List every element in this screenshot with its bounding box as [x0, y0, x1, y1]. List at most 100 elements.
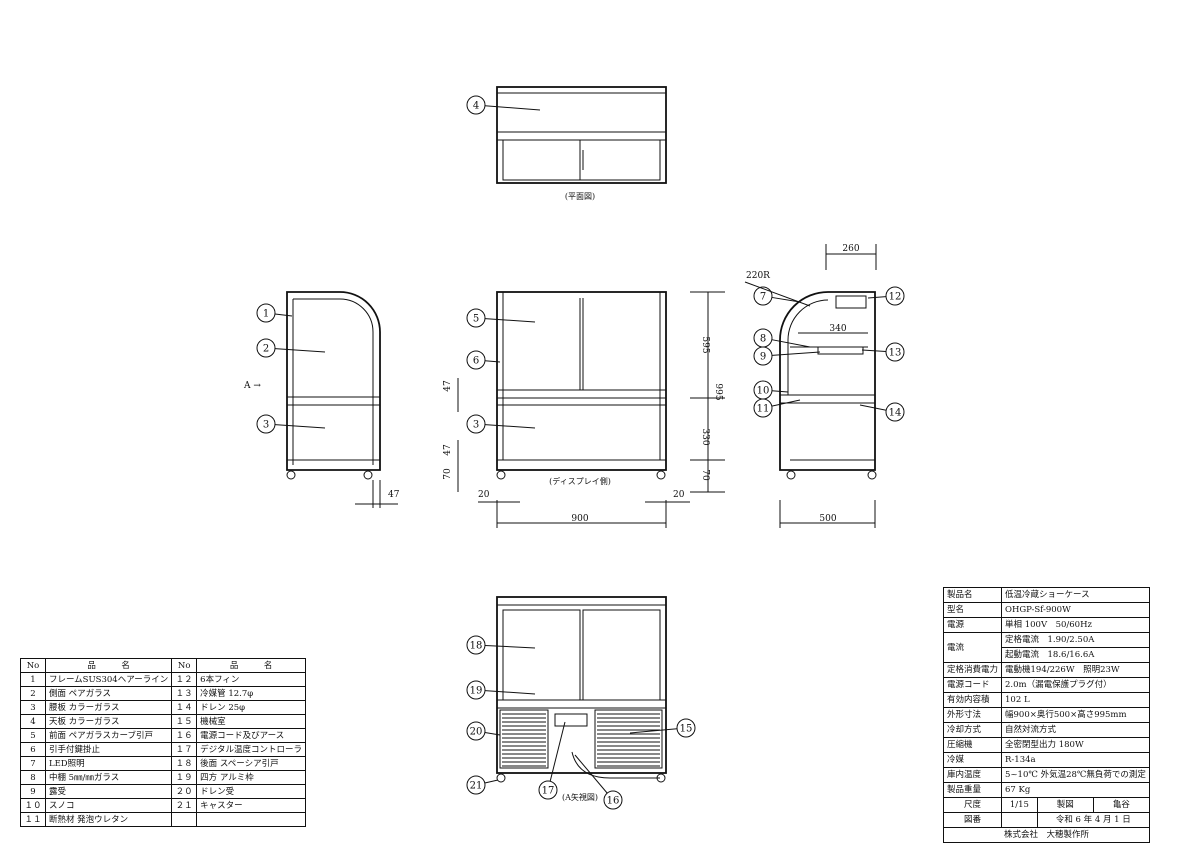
parts-cell: [171, 812, 198, 827]
scale-value: 1/15: [1001, 797, 1038, 813]
spec-value: 単相 100V 50/60Hz: [1001, 617, 1150, 633]
dim-995: 995: [713, 383, 723, 400]
spec-key: 電流: [942, 632, 1003, 663]
parts-cell: １２: [171, 672, 198, 687]
parts-cell: 引手付鍵掛止: [44, 742, 173, 757]
spec-key: 型名: [942, 602, 1003, 618]
parts-cell: 電源コード及びアース: [196, 728, 306, 743]
spec-key: 電源コード: [942, 677, 1003, 693]
spec-key: 冷媒: [942, 752, 1003, 768]
drawing-date: 令和 6 年 4 月 1 日: [1036, 812, 1150, 828]
svg-text:18: 18: [470, 641, 483, 652]
svg-text:2: 2: [263, 344, 269, 355]
dim-900: 900: [571, 514, 588, 524]
svg-text:1: 1: [263, 309, 269, 320]
svg-text:3: 3: [263, 420, 269, 431]
parts-cell: 7: [20, 756, 46, 771]
back-view-label: (A矢視図): [562, 792, 598, 802]
svg-text:5: 5: [473, 314, 479, 325]
svg-text:7: 7: [760, 292, 766, 303]
parts-cell: 四方 アルミ枠: [196, 770, 306, 785]
parts-cell: 4: [20, 714, 46, 729]
parts-header: No: [171, 658, 198, 673]
left-side-view: A → 47: [243, 291, 400, 508]
dim-330: 330: [700, 428, 710, 445]
callout-8: 8: [753, 328, 811, 348]
svg-text:15: 15: [680, 724, 693, 735]
spec-key: 庫内温度: [942, 767, 1003, 783]
parts-cell: ２１: [171, 798, 198, 813]
spec-row: 電流定格電流 1.90/2.50A: [942, 632, 1150, 663]
drawing-no: [1001, 812, 1038, 828]
parts-cell: 腰板 カラーガラス: [44, 700, 173, 715]
parts-cell: 1: [20, 672, 46, 687]
svg-text:9: 9: [760, 352, 766, 363]
spec-value: 起動電流 18.6/16.6A: [1001, 647, 1150, 663]
spec-row: 冷却方式自然対流方式: [942, 722, 1150, 738]
parts-cell: ドレン受: [196, 784, 306, 799]
spec-value: 全密閉型出力 180W: [1001, 737, 1150, 753]
parts-cell: １４: [171, 700, 198, 715]
parts-cell: 断熱材 発泡ウレタン: [44, 812, 173, 827]
dim-340: 340: [829, 324, 846, 334]
scale-label: 尺度: [942, 797, 1003, 813]
parts-cell: １６: [171, 728, 198, 743]
dim-20-right: 20: [673, 490, 685, 500]
svg-text:13: 13: [889, 348, 902, 359]
svg-text:12: 12: [889, 292, 902, 303]
parts-cell: １５: [171, 714, 198, 729]
spec-value: OHGP-Sf-900W: [1001, 602, 1150, 618]
spec-row: 圧縮機全密閉型出力 180W: [942, 737, 1150, 753]
parts-cell: 中棚 5㎜/㎜ガラス: [44, 770, 173, 785]
callout-18: 18: [466, 635, 536, 655]
back-view: (A矢視図): [496, 596, 667, 802]
plan-view: (平面図): [496, 86, 667, 201]
drawn-label: 製図: [1036, 797, 1094, 813]
parts-cell: 前面 ペアガラスカーブ引戸: [44, 728, 173, 743]
drawing-no-label: 図番: [942, 812, 1003, 828]
parts-cell: １１: [20, 812, 46, 827]
callout-7: 7: [753, 286, 801, 306]
spec-row: 外形寸法幅900×奥行500×高さ995mm: [942, 707, 1150, 723]
svg-text:19: 19: [470, 686, 483, 697]
svg-text:11: 11: [757, 404, 770, 415]
callout-1: 1: [256, 303, 293, 323]
parts-cell: キャスター: [196, 798, 306, 813]
spec-key: 有効内容積: [942, 692, 1003, 708]
callout-15: 15: [629, 718, 696, 738]
svg-text:4: 4: [473, 101, 479, 112]
callout-14: 14: [859, 402, 905, 422]
spec-value: 定格電流 1.90/2.50A: [1001, 632, 1150, 648]
callout-6: 6: [466, 350, 501, 370]
parts-cell: 5: [20, 728, 46, 743]
view-arrow-a: A →: [243, 381, 261, 391]
spec-key: 冷却方式: [942, 722, 1003, 738]
parts-cell: 側面 ペアガラス: [44, 686, 173, 701]
dim-220r: 220R: [746, 271, 770, 281]
callout-10: 10: [753, 380, 789, 400]
spec-value: 幅900×奥行500×高さ995mm: [1001, 707, 1150, 723]
callout-20: 20: [466, 721, 501, 741]
spec-row: 電源単相 100V 50/60Hz: [942, 617, 1150, 633]
parts-cell: LED照明: [44, 756, 173, 771]
dim-500: 500: [819, 514, 836, 524]
parts-cell: 後面 スペーシア引戸: [196, 756, 306, 771]
svg-text:21: 21: [470, 781, 483, 792]
parts-header: 品 名: [196, 658, 306, 673]
dim-20-left: 20: [478, 490, 490, 500]
parts-cell: 6: [20, 742, 46, 757]
svg-text:6: 6: [473, 356, 479, 367]
callout-19: 19: [466, 680, 536, 700]
callout-3: 3: [466, 414, 536, 434]
parts-cell: 9: [20, 784, 46, 799]
